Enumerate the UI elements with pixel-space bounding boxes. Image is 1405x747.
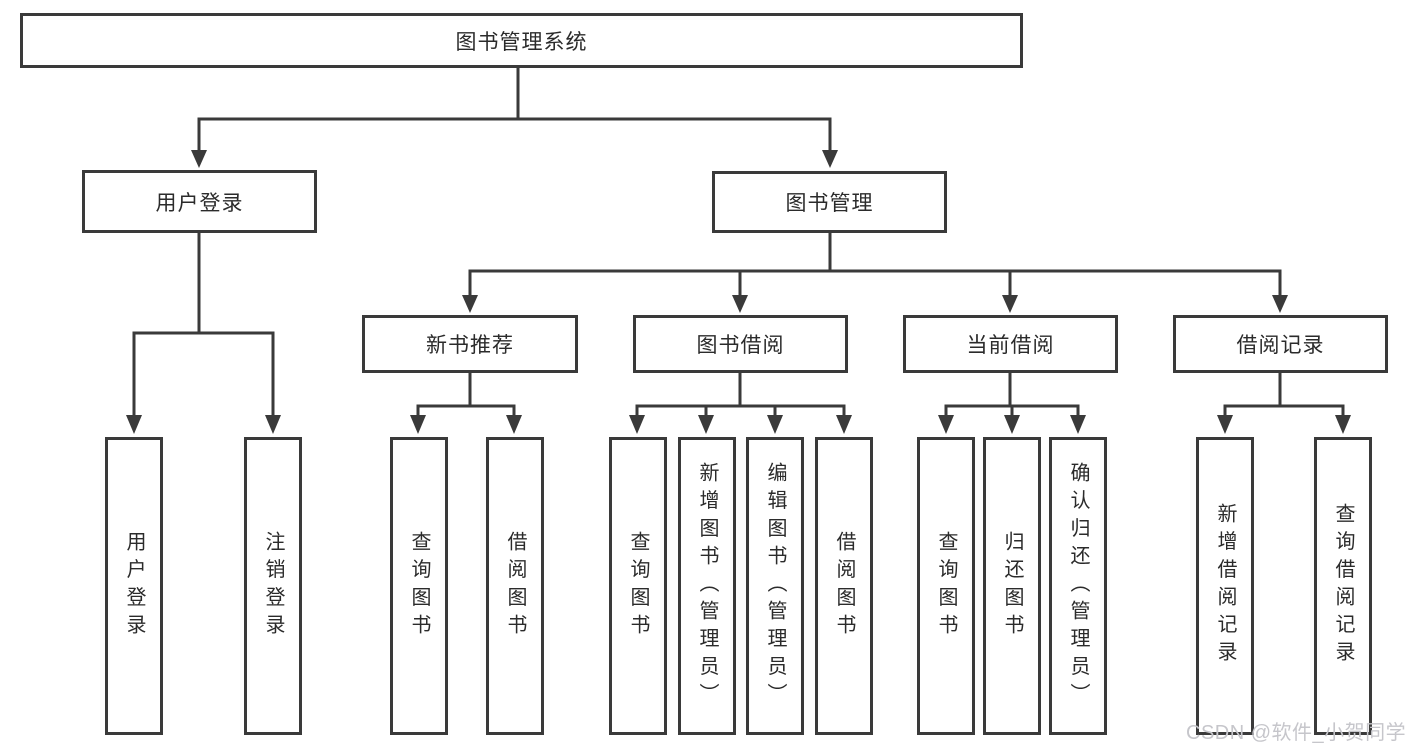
leaf-user-login: 用户登录: [105, 437, 163, 735]
leaf-confirm-return-admin: 确认归还（管理员）: [1049, 437, 1107, 735]
connector-lines: [132, 65, 1345, 418]
node-book-management: 图书管理: [712, 171, 947, 233]
leaf-search-books-current: 查询图书: [917, 437, 975, 735]
leaf-logout: 注销登录: [244, 437, 302, 735]
node-borrow-records: 借阅记录: [1173, 315, 1388, 373]
node-root: 图书管理系统: [20, 13, 1023, 68]
leaf-edit-book-admin: 编辑图书（管理员）: [746, 437, 804, 735]
leaf-add-book-admin: 新增图书（管理员）: [678, 437, 736, 735]
node-book-borrow: 图书借阅: [633, 315, 848, 373]
leaf-search-borrow-record: 查询借阅记录: [1314, 437, 1372, 735]
leaf-add-borrow-record: 新增借阅记录: [1196, 437, 1254, 735]
leaf-search-books-borrow: 查询图书: [609, 437, 667, 735]
node-user-login: 用户登录: [82, 170, 317, 233]
node-new-book-recommend: 新书推荐: [362, 315, 578, 373]
leaf-borrow-books: 借阅图书: [815, 437, 873, 735]
node-current-borrow: 当前借阅: [903, 315, 1118, 373]
watermark: CSDN @软件_小贺同学: [1186, 722, 1405, 744]
leaf-search-books-recommend: 查询图书: [390, 437, 448, 735]
leaf-return-books: 归还图书: [983, 437, 1041, 735]
leaf-borrow-books-recommend: 借阅图书: [486, 437, 544, 735]
